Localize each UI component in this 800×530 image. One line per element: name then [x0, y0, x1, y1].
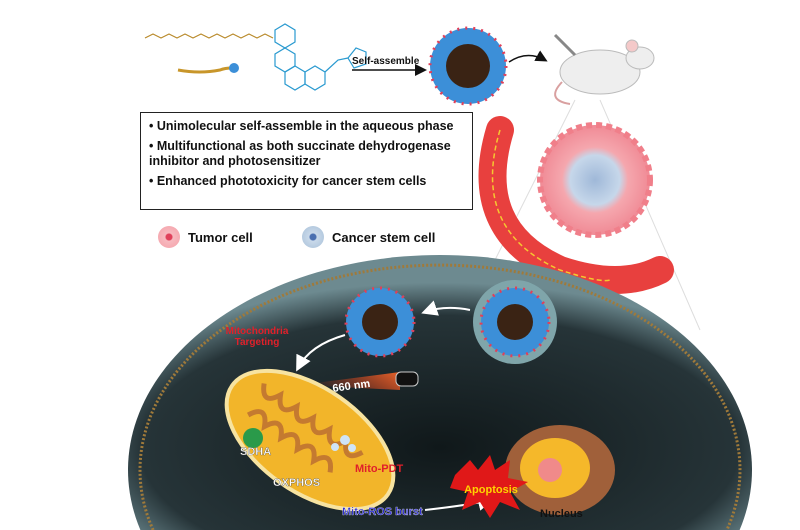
legend-tumor-cell: Tumor cell [158, 226, 253, 248]
features-box: • Unimolecular self-assemble in the aque… [140, 112, 473, 210]
mouse-icon [553, 33, 655, 105]
released-nanoparticle [344, 286, 416, 358]
mito-targeting-label-2: Targeting [235, 337, 280, 348]
mito-pdt-label: Mito-PDT [355, 463, 404, 475]
mito-targeting-label-1: Mitochondria [226, 326, 289, 337]
sdha-enzyme-icon [243, 428, 263, 448]
tumor-mass [540, 125, 650, 235]
apoptosis-burst-icon [450, 455, 528, 518]
feature-item: • Multifunctional as both succinate dehy… [149, 139, 451, 168]
tumor-cell-label: Tumor cell [188, 229, 253, 245]
endocytosed-nanoparticle [473, 280, 557, 364]
cancer-stem-cell-label: Cancer stem cell [332, 229, 436, 245]
legend-cancer-stem-cell: Cancer stem cell [302, 226, 435, 248]
self-assemble-label: Self-assemble [352, 56, 420, 67]
feature-item: • Enhanced phototoxicity for cancer stem… [149, 174, 427, 188]
ros-burst-label: Mito-ROS burst [342, 506, 423, 518]
apoptosis-label: Apoptosis [464, 484, 518, 496]
nucleus [505, 425, 615, 515]
feature-item: • Unimolecular self-assemble in the aque… [149, 119, 454, 133]
laser-wavelength: 660 nm [332, 378, 371, 395]
mitochondrion [224, 368, 396, 512]
cancer-cell [127, 254, 752, 530]
molecule-structure [144, 23, 367, 91]
nucleus-label: Nucleus [540, 508, 583, 520]
laser-beam [300, 372, 400, 390]
tumor-cell-icon [158, 226, 180, 248]
cancer-stem-cell-icon [302, 226, 324, 248]
oxphos-label: OXPHOS [273, 477, 320, 489]
hydrophilic-head-icon [229, 63, 239, 73]
injection-arrow [508, 50, 548, 63]
nanoparticle [428, 26, 508, 106]
laser-emitter-icon [395, 371, 419, 387]
sdha-label: SDHA [240, 446, 271, 458]
